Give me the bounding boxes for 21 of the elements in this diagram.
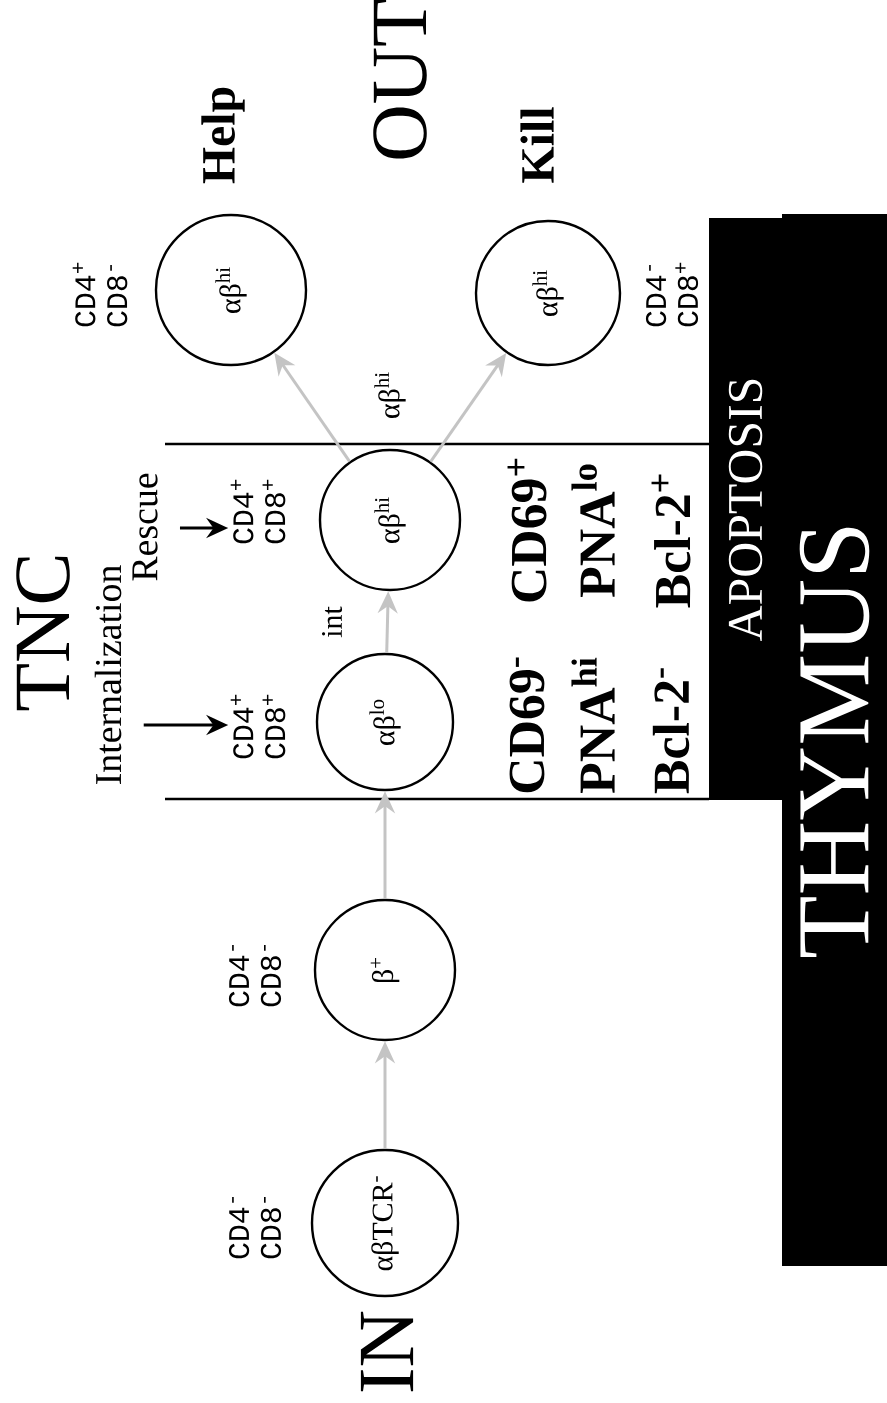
marker-label: PNA$^{hi}$ [571,657,615,793]
receptor-label: αβ$^{hi}$ [374,372,406,418]
marker-label: CD4$^{-}$ CD8$^{-}$ [228,945,282,1007]
marker-label: PNA$^{lo}$ [571,464,615,597]
marker-label: CD4$^{+}$ CD8$^{+}$ [230,694,286,759]
marker-label: CD69$^{+}$ [507,458,547,602]
function-label: Kill [520,107,554,183]
marker-label: CD69$^{-}$ [509,657,545,793]
marker-label: CD4$^{-}$ CD8$^{+}$ [645,262,699,327]
marker-label: CD4$^{+}$ CD8$^{+}$ [230,479,286,544]
function-label: Help [201,87,245,184]
node-label: APOPTOSIS [728,379,763,641]
marker-label: CD4$^{-}$ CD8$^{-}$ [228,1197,282,1259]
section-label: OUT [373,0,427,159]
edge-label: int [319,604,345,640]
region-band: APOPTOSIS [709,218,782,800]
marker-label: Bcl-2$^{-}$ [652,668,690,794]
marker-label: Bcl-2$^{+}$ [651,474,691,608]
node-label: THYMUS [799,527,870,957]
stage-heading: TNC [16,556,70,711]
marker-label: CD4$^{+}$ CD8$^{-}$ [72,262,128,327]
